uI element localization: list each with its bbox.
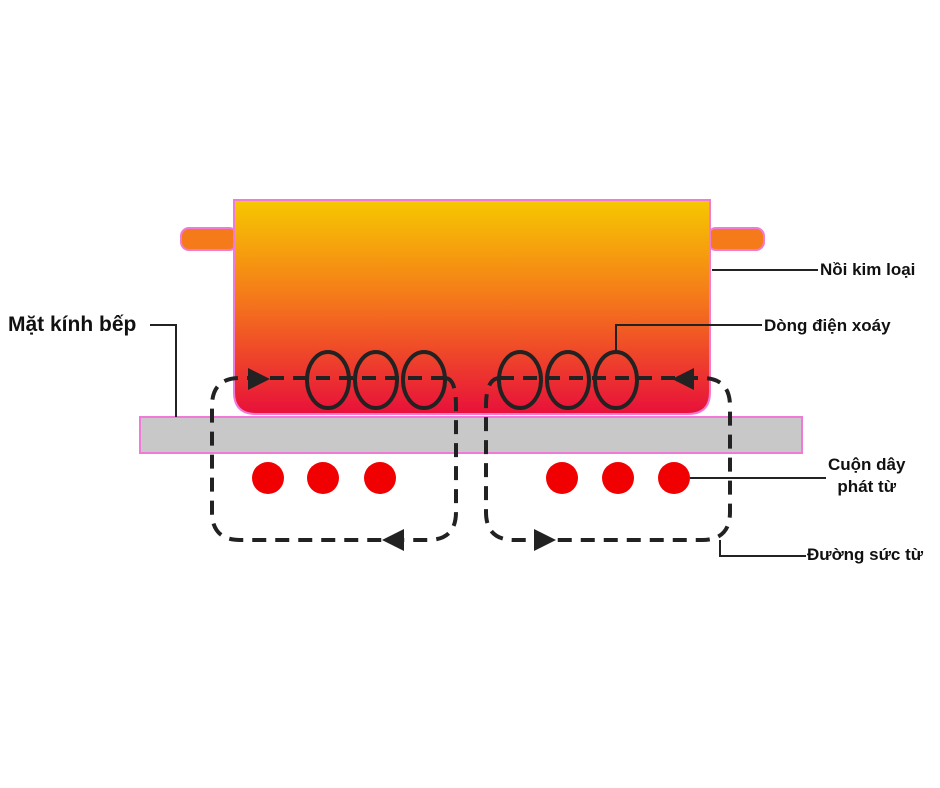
label-coil-line1: Cuộn dây	[828, 455, 906, 474]
label-coil-line2: phát từ	[837, 477, 897, 496]
label-metal-pot: Nồi kim loại	[820, 260, 916, 279]
magnetic-field-line-left	[210, 376, 458, 542]
label-cooktop-glass: Mặt kính bếp	[8, 313, 137, 336]
pot-handle-right	[707, 227, 765, 251]
arrow-right-icon	[248, 368, 270, 390]
metal-pot	[233, 199, 711, 415]
arrow-right-icon	[534, 529, 556, 551]
pot-handle-left	[180, 227, 238, 251]
label-induction-coil: Cuộn dây phát từ	[828, 454, 905, 498]
arrow-left-icon	[382, 529, 404, 551]
label-magnetic-field: Đường sức từ	[807, 545, 924, 564]
induction-coils	[252, 462, 690, 494]
leader-lines	[150, 269, 826, 557]
cooktop-glass	[139, 416, 803, 454]
label-eddy-current: Dòng điện xoáy	[764, 316, 891, 335]
magnetic-field-line-right	[484, 376, 732, 542]
arrow-left-icon	[672, 368, 694, 390]
